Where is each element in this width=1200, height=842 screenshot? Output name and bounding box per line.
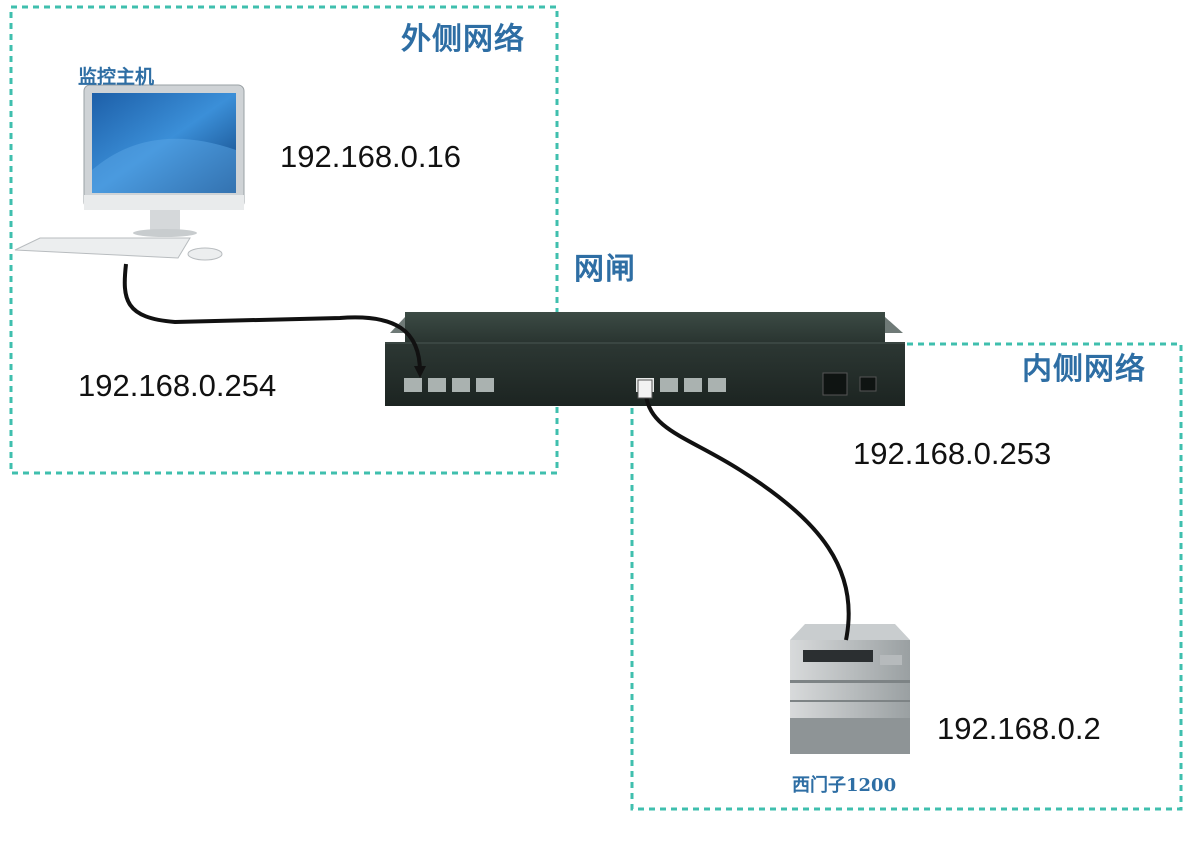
gateway-appliance-icon [385,312,905,406]
plc-ip-label: 192.168.0.2 [937,711,1101,746]
desktop-computer-icon [14,84,245,261]
plc-controller-icon [790,624,910,754]
gateway-inner-ip-label: 192.168.0.253 [853,436,1052,471]
inner-zone-box [630,342,1183,811]
plc-label: 西门子1200 [792,775,897,796]
host-ip-label: 192.168.0.16 [280,139,462,174]
cable-gateway-to-plc [644,394,851,641]
cable-host-to-gateway [122,263,422,373]
inner-zone-title: 内侧网络 [1022,352,1146,387]
monitor-host-label: 监控主机 [78,66,155,88]
gateway-outer-ip-label: 192.168.0.254 [78,368,277,403]
cable-plug-inner [637,379,653,399]
cable-plug-outer [414,366,426,378]
gateway-label: 网闸 [574,252,636,287]
outer-zone-title: 外侧网络 [401,22,525,57]
